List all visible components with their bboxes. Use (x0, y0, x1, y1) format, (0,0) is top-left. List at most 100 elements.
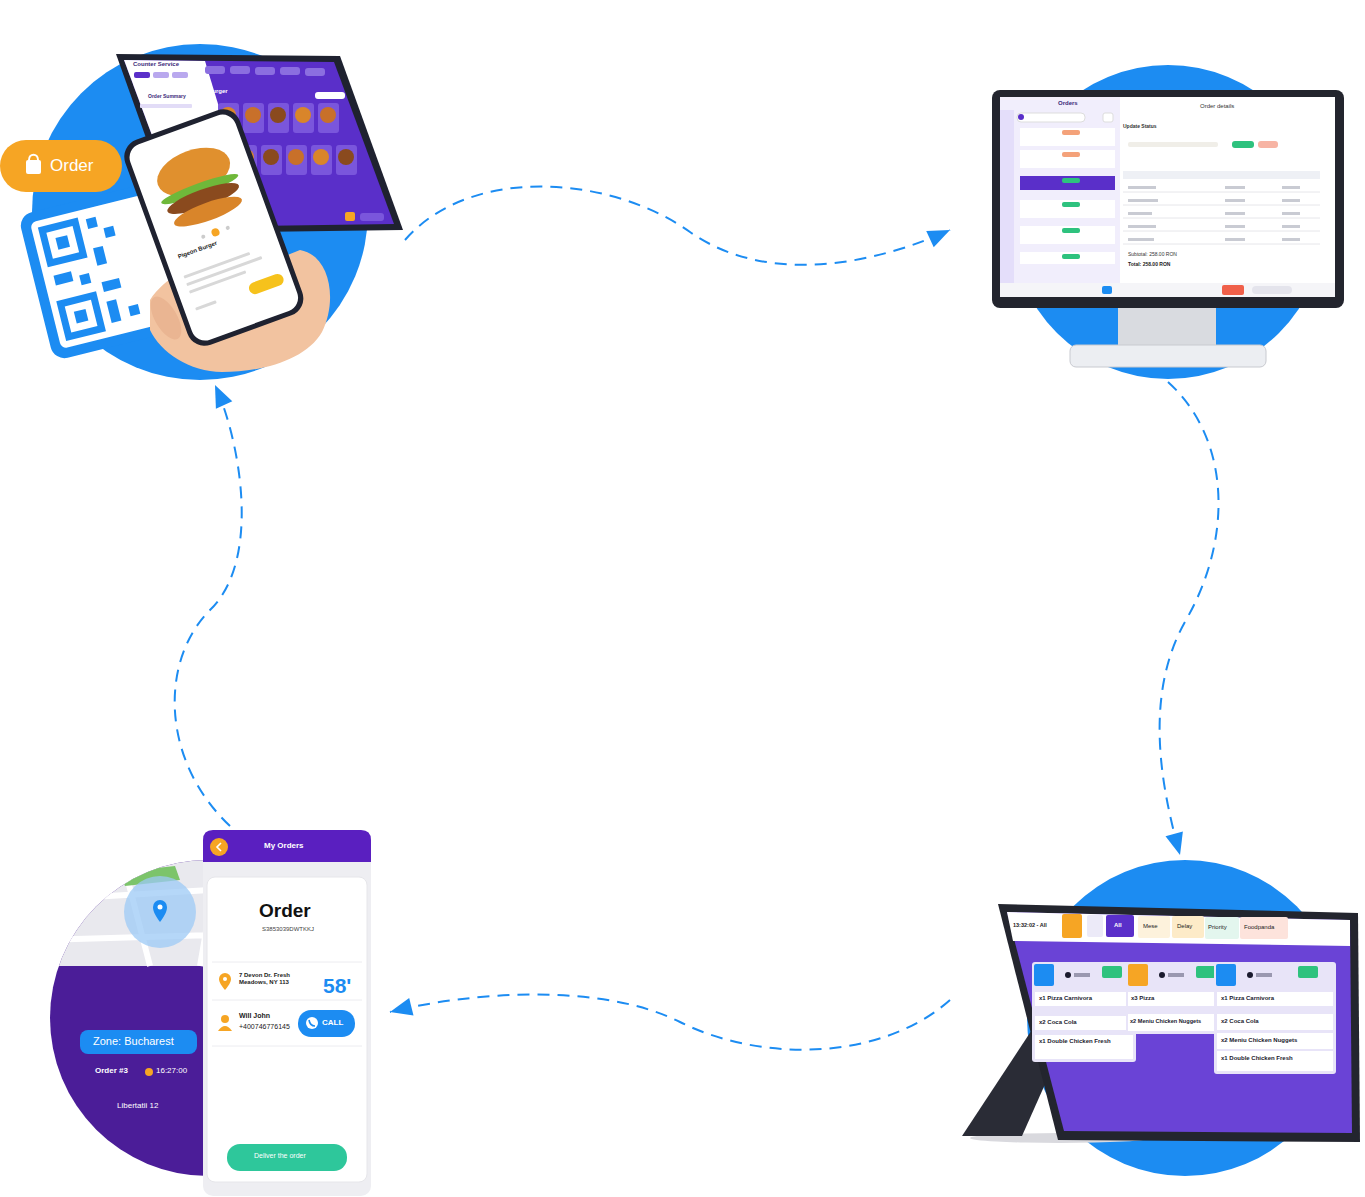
order-badge (0, 140, 122, 192)
monitor-frame (992, 90, 1344, 308)
screen-text: Order (259, 900, 311, 922)
screen-text: Order #3 (95, 1066, 128, 1075)
order-row (1062, 228, 1080, 233)
burger-tile (293, 103, 314, 133)
screen-text: Subtotal: 258.00 RON (1128, 252, 1177, 258)
screen-text: Order Summary (148, 94, 186, 100)
phone-device (201, 234, 206, 239)
burger-tile (268, 103, 289, 133)
screen-text: x1 Pizza Carnivora (1039, 995, 1092, 1002)
table-cell (1282, 238, 1300, 241)
order-card (1126, 962, 1226, 1034)
burger-tile (338, 149, 354, 165)
qr-code (42, 222, 83, 263)
table-line (1123, 205, 1320, 206)
tablet-device (134, 72, 150, 78)
tablet-device (255, 67, 275, 75)
burger-tile (288, 149, 304, 165)
screen-text: Order (50, 156, 93, 176)
monitor-illustration (1018, 114, 1024, 120)
kitchen-illustration (962, 860, 1360, 1176)
burger-tile (270, 107, 286, 123)
table-line (1123, 231, 1320, 232)
screen-text: CALL (322, 1018, 343, 1027)
screen-text: x3 Pizza (1131, 995, 1154, 1002)
table-cell (1225, 225, 1245, 228)
clock-icon (145, 1068, 153, 1076)
screen-text: 13:32:02 - All (1013, 922, 1047, 928)
map-disc (153, 900, 167, 922)
back-button (210, 838, 228, 856)
qr-code (86, 217, 98, 229)
screen-text: Total: 258.00 RON (1128, 262, 1170, 268)
dashed-arrow (1160, 382, 1219, 855)
tab-button (1106, 915, 1134, 937)
qr-code (61, 296, 102, 337)
table-cell (1128, 186, 1156, 189)
order-row (1062, 152, 1080, 157)
tablet-device (172, 72, 188, 78)
order-card (1196, 966, 1216, 978)
screen-text: 7 Devon Dr. Fresh Meadows, NY 113 (239, 972, 317, 986)
arrow-head (390, 998, 414, 1015)
burger-tile (336, 145, 357, 175)
tablet-device (205, 66, 225, 74)
order-card (1256, 973, 1272, 977)
qr-code (93, 246, 107, 266)
order-row (1062, 202, 1080, 207)
table-line (1123, 218, 1320, 219)
screen-text: Order details (1200, 103, 1234, 110)
table-header (1123, 171, 1320, 179)
monitor-illustration (1258, 141, 1278, 148)
table-cell (1128, 212, 1152, 215)
table-cell (1282, 225, 1300, 228)
order-card (1214, 962, 1336, 1074)
pin-icon (219, 973, 231, 990)
screen-text: Orders (1058, 100, 1078, 107)
phone-device (247, 272, 285, 296)
screen-text: x2 Coca Cola (1039, 1019, 1077, 1026)
screen-text: Deliver the order (254, 1152, 306, 1160)
phone-device (225, 225, 230, 230)
phone-device (186, 256, 262, 286)
dashed-line (405, 186, 950, 264)
table-cell (1282, 186, 1300, 189)
table-cell (1128, 238, 1154, 241)
order-row (1062, 254, 1080, 259)
table-line (1123, 192, 1320, 193)
order-card (1298, 966, 1318, 978)
table-cell (1128, 225, 1156, 228)
tab-bar (1007, 912, 1350, 946)
divider (212, 1000, 362, 1001)
screen-text: 16:27:00 (156, 1066, 187, 1075)
tab-button (1138, 916, 1170, 938)
tab-button (1172, 916, 1204, 938)
qr-code (55, 235, 70, 250)
qr-code (128, 304, 140, 316)
screen-text: x2 Meniu Chicken Nuggets (1130, 1018, 1201, 1024)
monitor-illustration (992, 65, 1344, 379)
device-panel: OrderCounter ServiceBurgerOrder SummaryP… (0, 50, 405, 385)
tab-button (1087, 915, 1103, 937)
phone-frame (203, 830, 371, 1196)
phone-device (126, 111, 302, 345)
bottom-bar (1000, 283, 1335, 297)
screen-text: 58' (323, 974, 351, 998)
screen-text: Libertatii 12 (117, 1101, 158, 1110)
phone-device (189, 270, 246, 293)
order-card (1032, 962, 1136, 1062)
arrow-head (215, 385, 232, 409)
order-card (1247, 972, 1253, 978)
burger-tile (318, 103, 339, 133)
qr-code (103, 226, 115, 238)
monitor-illustration (1232, 141, 1254, 148)
arrow-head (926, 230, 950, 247)
tab-button (1240, 917, 1288, 939)
monitor-illustration (1017, 113, 1085, 122)
screen-text: x2 Coca Cola (1221, 1018, 1259, 1025)
dashed-line (175, 385, 242, 826)
tab-button (1205, 917, 1239, 939)
table-cell (1225, 212, 1245, 215)
